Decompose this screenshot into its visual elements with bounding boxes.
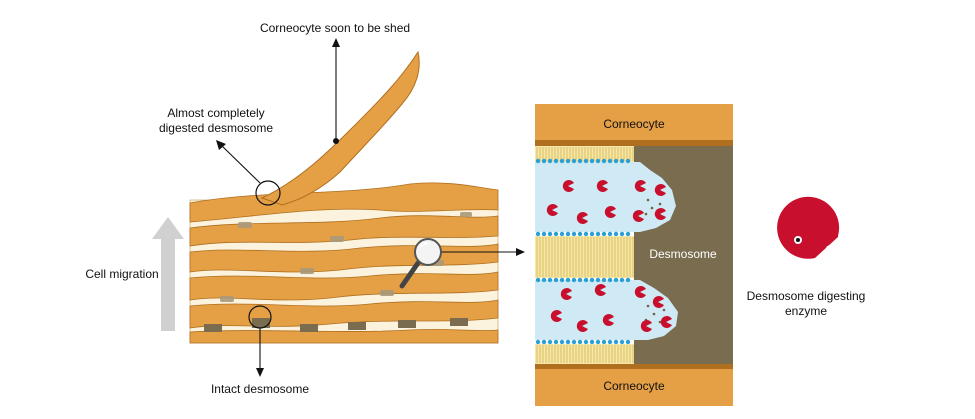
enzyme-icon — [660, 316, 672, 328]
enzyme-icon — [634, 180, 646, 193]
enzyme-icon — [652, 296, 664, 309]
zoom-panel — [535, 104, 733, 406]
enzyme-icon — [634, 286, 646, 298]
stratum-corneum-block — [189, 182, 499, 344]
enzyme-icon — [640, 320, 652, 333]
enzyme-icon — [596, 180, 608, 193]
shed-corneocyte-label: Corneocyte soon to be shed — [260, 21, 410, 35]
corneocyte-top-label: Corneocyte — [603, 117, 665, 131]
enzyme-icon — [632, 209, 644, 222]
up-arrow-icon — [152, 217, 184, 331]
shed-corneocyte — [260, 50, 420, 206]
enzyme-icon — [562, 180, 574, 193]
enzyme-icon — [654, 208, 666, 220]
enzyme-icon — [602, 314, 614, 327]
enzyme-icon — [550, 310, 562, 322]
enzyme-label-line2: enzyme — [785, 304, 827, 318]
enzyme-icon — [576, 212, 588, 225]
enzyme-icon — [654, 184, 666, 196]
pacman-enzyme-icon — [777, 196, 840, 274]
corneocyte-bottom-label: Corneocyte — [603, 379, 665, 393]
left-annotation-arrows — [216, 38, 525, 377]
enzyme-icon — [560, 288, 572, 300]
cell-migration-label: Cell migration — [85, 267, 158, 281]
digested-desmosome-marker — [255, 180, 281, 206]
magnifier-icon — [399, 238, 442, 289]
enzyme-icon — [594, 284, 606, 297]
enzyme-label-line1: Desmosome digesting — [747, 289, 866, 303]
enzyme-icon — [546, 203, 558, 217]
enzyme-icon — [576, 320, 588, 333]
digested-desmosome-label-line2: digested desmosome — [159, 121, 273, 135]
digested-desmosome-label-line1: Almost completely — [167, 106, 264, 120]
enzyme-group — [546, 180, 672, 333]
desmosome-label: Desmosome — [649, 247, 717, 261]
intact-desmosome-label: Intact desmosome — [211, 382, 309, 396]
enzyme-icon — [604, 206, 616, 219]
